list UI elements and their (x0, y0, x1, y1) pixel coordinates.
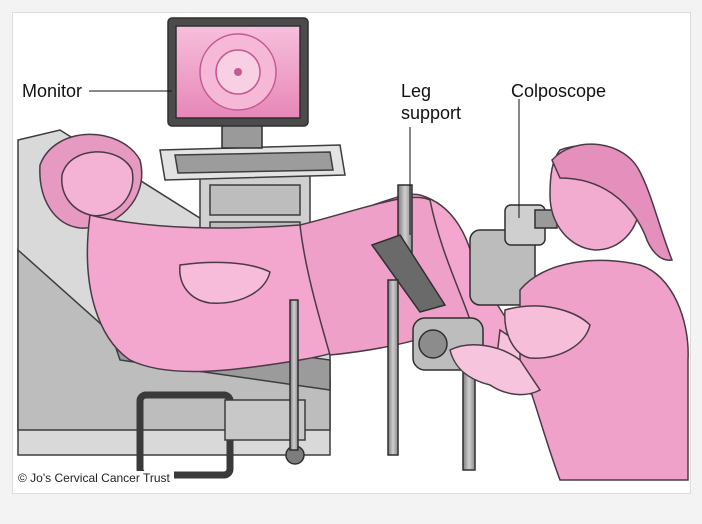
monitor-label: Monitor (22, 81, 82, 101)
leg-support-label-line2: support (401, 103, 461, 123)
copyright-notice: © Jo's Cervical Cancer Trust (14, 471, 174, 485)
colposcope-label: Colposcope (511, 81, 606, 101)
leg-support-label-line1: Leg (401, 81, 431, 101)
